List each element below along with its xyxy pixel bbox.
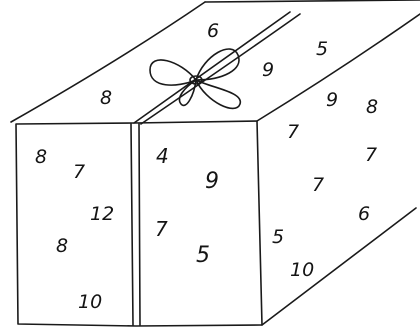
side-number: 8 [366,96,378,118]
front-right-number: 7 [155,217,168,241]
side-number: 7 [287,121,299,143]
side-number: 7 [365,144,377,166]
side-number: 6 [358,203,370,225]
top-number: 9 [262,59,274,81]
side-number: 10 [290,259,314,281]
front-right-number: 9 [205,169,219,194]
front-left-number: 8 [35,146,47,168]
side-number: 5 [272,226,284,248]
top-face-back-edge [205,0,420,2]
front-left-number: 7 [73,161,85,183]
front-ribbon-right [139,124,140,325]
front-ribbon-left [131,124,133,325]
front-left-number: 8 [56,235,68,257]
front-left-number: 12 [90,203,114,225]
top-number: 5 [316,38,328,60]
side-number: 7 [312,174,324,196]
front-right-number: 5 [196,243,210,268]
top-number: 8 [100,87,112,109]
top-ribbon-right [141,14,300,124]
front-right-number: 4 [156,144,169,168]
top-number: 6 [207,20,219,42]
top-face-right-edge [257,14,420,121]
side-number: 9 [326,89,338,111]
side-face-bottom-edge [262,208,416,325]
front-left-number: 10 [78,291,102,313]
